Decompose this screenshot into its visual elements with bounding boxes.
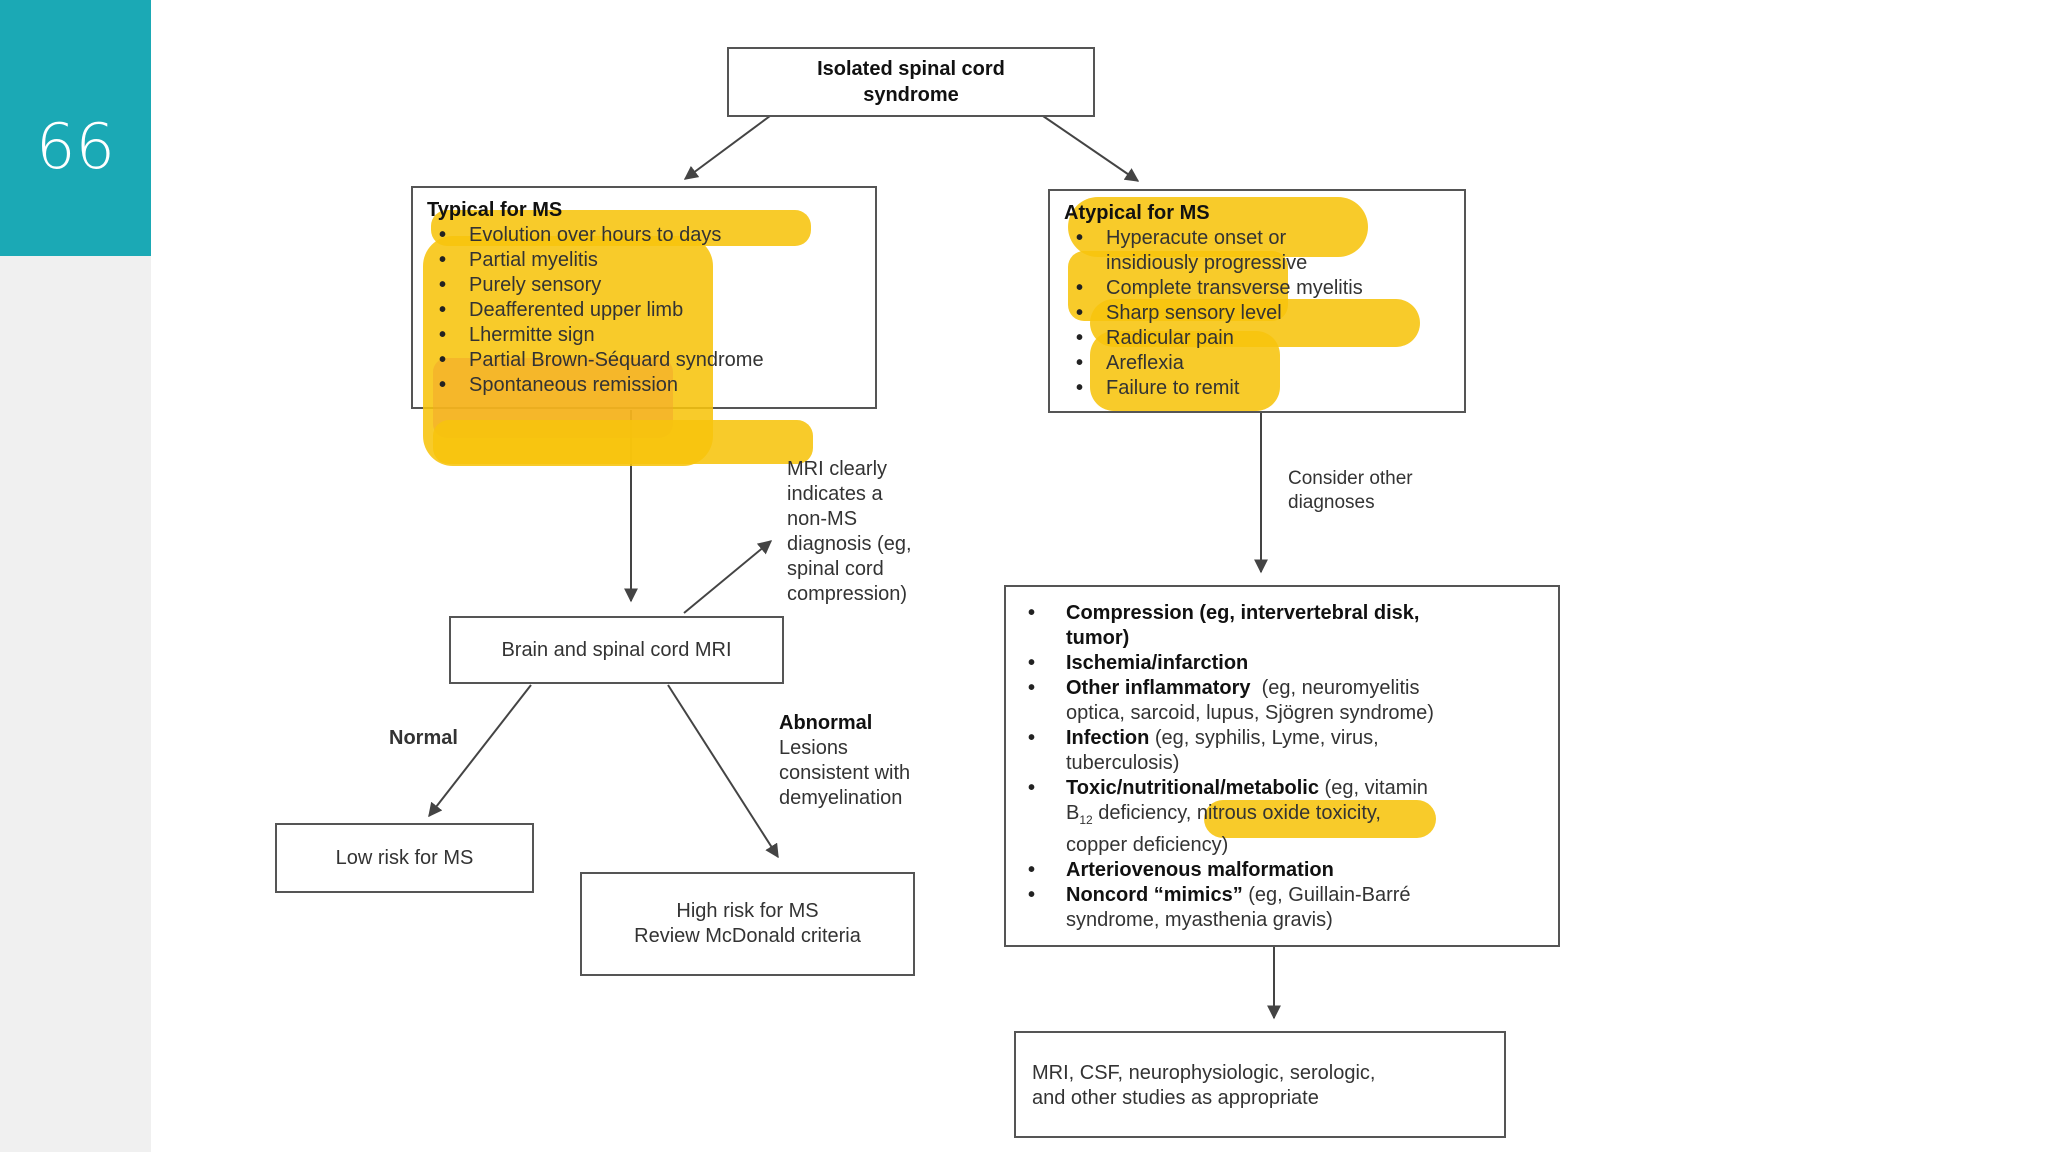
low-risk-label: Low risk for MS [335,846,474,869]
list-item: Toxic/nutritional/metabolic (eg, vitamin… [1016,776,1556,858]
list-item: Other inflammatory (eg, neuromyelitis op… [1016,676,1556,726]
high-risk-label: High risk for MS Review McDonald criteri… [634,900,861,947]
list-item: Sharp sensory level [1064,301,1464,326]
mri-box: Brain and spinal cord MRI [449,616,784,684]
typical-box: Typical for MS Evolution over hours to d… [411,186,877,466]
list-item: Noncord “mimics” (eg, Guillain-Barré syn… [1016,883,1556,933]
highlight-typical-4 [433,420,813,464]
consider-other-label: Consider other diagnoses [1288,468,1413,513]
root-title: Isolated spinal cord syndrome [817,58,1005,106]
list-item: Hyperacute onset or [1064,226,1464,251]
studies-box: MRI, CSF, neurophysiologic, serologic, a… [1014,1031,1506,1138]
studies-label: MRI, CSF, neurophysiologic, serologic, a… [1032,1062,1376,1109]
abnormal-label: Abnormal Lesions consistent with demyeli… [779,712,911,809]
atypical-box: Atypical for MS Hyperacute onset or insi… [1048,189,1466,413]
normal-label: Normal [389,727,458,749]
slide-sidebar: 66 [0,0,151,1152]
arrow-root-to-atypical [1042,115,1140,182]
list-item: Failure to remit [1064,376,1464,401]
mri-non-ms-note: MRI clearly indicates a non-MS diagnosis… [787,458,912,605]
list-item: Compression (eg, intervertebral disk, tu… [1016,601,1556,651]
list-item: Radicular pain [1064,326,1464,351]
differentials-box: Compression (eg, intervertebral disk, tu… [1004,585,1560,947]
arrow-mri-to-high [667,684,779,859]
list-item: Arteriovenous malformation [1016,858,1556,883]
list-item: Evolution over hours to days [427,223,867,248]
mri-box-label: Brain and spinal cord MRI [501,638,732,661]
list-item: Purely sensory [427,273,867,298]
list-item: Partial Brown-Séquard syndrome [427,348,867,373]
list-item: Partial myelitis [427,248,867,273]
list-item: Infection (eg, syphilis, Lyme, virus, tu… [1016,726,1556,776]
high-risk-box: High risk for MS Review McDonald criteri… [580,872,915,976]
list-item: Complete transverse myelitis [1064,276,1464,301]
list-item: Areflexia [1064,351,1464,376]
arrow-mri-to-nonms [683,540,773,614]
typical-list: Evolution over hours to days Partial mye… [427,223,867,398]
list-item: Spontaneous remission [427,373,867,398]
root-box: Isolated spinal cord syndrome [727,47,1095,117]
differentials-list: Compression (eg, intervertebral disk, tu… [1016,601,1556,933]
low-risk-box: Low risk for MS [275,823,534,893]
list-item: insidiously progressive [1106,252,1308,274]
arrow-root-to-typical [683,115,771,180]
typical-title: Typical for MS [427,199,563,221]
list-item: Ischemia/infarction [1016,651,1556,676]
list-item: Deafferented upper limb [427,298,867,323]
slide-number: 66 [0,0,151,256]
list-item: Lhermitte sign [427,323,867,348]
arrow-mri-to-low [428,684,532,818]
atypical-list: Hyperacute onset or insidiously progress… [1064,226,1464,401]
atypical-title: Atypical for MS [1064,202,1210,224]
